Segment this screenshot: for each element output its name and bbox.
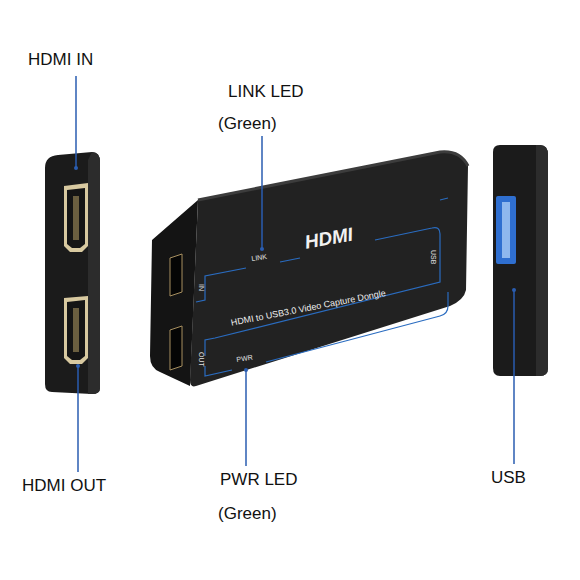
right-end-housing bbox=[493, 145, 548, 376]
part-label: HDMI IN bbox=[28, 50, 93, 70]
right-end-edge bbox=[536, 145, 548, 376]
part-label: USB bbox=[491, 468, 526, 488]
leader-line bbox=[76, 76, 514, 472]
left-end-housing bbox=[45, 152, 100, 394]
hdmi-port bbox=[64, 183, 88, 252]
leader-dot bbox=[74, 166, 516, 372]
port-text: IN bbox=[197, 284, 205, 291]
hdmi-port bbox=[64, 296, 88, 364]
port-text: USB bbox=[429, 250, 437, 264]
usb-port bbox=[496, 196, 516, 264]
part-label: HDMI OUT bbox=[22, 476, 106, 496]
part-label: (Green) bbox=[218, 114, 277, 134]
part-label: PWR LED bbox=[220, 470, 297, 490]
left-end-edge bbox=[88, 152, 100, 394]
body-top bbox=[190, 152, 468, 387]
port-opening bbox=[170, 254, 182, 370]
body-edge bbox=[198, 152, 468, 200]
body-side bbox=[150, 200, 198, 386]
part-label: (Green) bbox=[218, 504, 277, 524]
part-label: LINK LED bbox=[228, 82, 304, 102]
port-text: OUT bbox=[197, 352, 205, 367]
surface-guide bbox=[196, 198, 448, 376]
